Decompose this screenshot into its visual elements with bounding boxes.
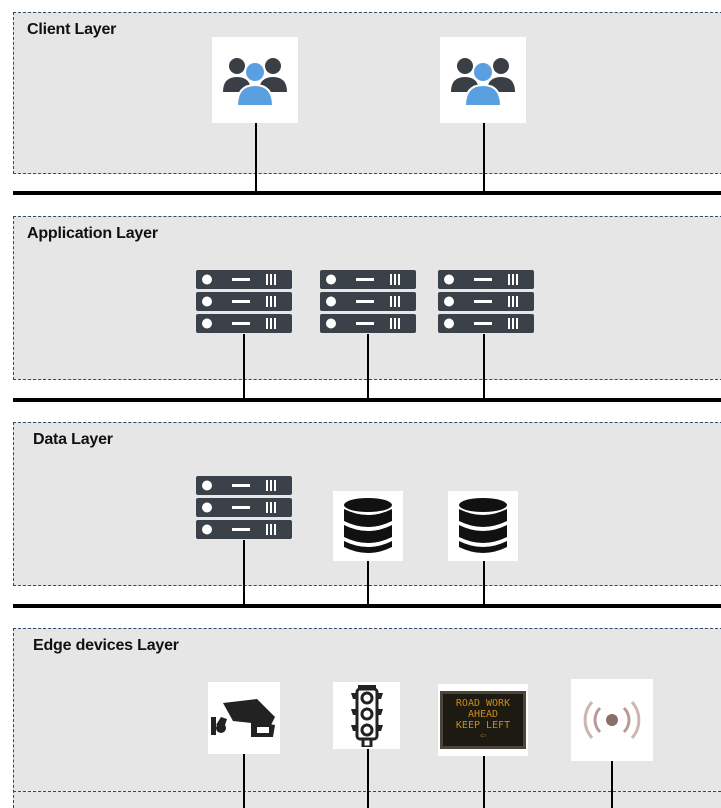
client-link-1 <box>255 123 257 193</box>
data-server <box>196 476 292 540</box>
sign-line-1: ROAD WORK <box>455 698 511 709</box>
data-link-2 <box>367 561 369 606</box>
edge-layer-title: Edge devices Layer <box>33 637 179 654</box>
database-icon <box>459 498 507 553</box>
server-rack-icon <box>196 270 292 333</box>
app-server-2 <box>320 270 416 334</box>
server-rack-icon <box>196 476 292 539</box>
sign-line-3: KEEP LEFT <box>455 720 511 731</box>
cctv-camera-node <box>208 682 280 754</box>
users-icon <box>451 58 515 107</box>
wireless-sensor-node <box>571 679 653 761</box>
message-sign-icon: ROAD WORK AHEAD KEEP LEFT ⇦ <box>440 691 526 749</box>
traffic-light-icon <box>350 684 383 747</box>
client-link-2 <box>483 123 485 193</box>
application-bus-line <box>13 398 721 402</box>
app-server-3 <box>438 270 534 334</box>
server-rack-icon <box>438 270 534 333</box>
message-sign-node: ROAD WORK AHEAD KEEP LEFT ⇦ <box>438 684 528 756</box>
app-link-3 <box>483 334 485 400</box>
edge-link-2 <box>367 749 369 808</box>
client-layer-title: Client Layer <box>27 21 117 38</box>
database-node-2 <box>448 491 518 561</box>
data-link-1 <box>243 540 245 606</box>
data-link-3 <box>483 561 485 606</box>
data-layer-title: Data Layer <box>33 431 113 448</box>
app-link-1 <box>243 334 245 400</box>
app-link-2 <box>367 334 369 400</box>
database-node-1 <box>333 491 403 561</box>
users-icon <box>223 58 287 107</box>
server-rack-icon <box>320 270 416 333</box>
traffic-light-node <box>333 682 400 749</box>
cctv-camera-icon <box>211 699 275 737</box>
app-server-1 <box>196 270 292 334</box>
edge-link-1 <box>243 754 245 808</box>
edge-link-3 <box>483 756 485 808</box>
wireless-sensor-icon <box>583 701 641 739</box>
application-layer-title: Application Layer <box>27 225 158 242</box>
client-node-1 <box>212 37 298 123</box>
client-node-2 <box>440 37 526 123</box>
data-bus-line <box>13 604 721 608</box>
sign-line-2: AHEAD <box>467 709 499 720</box>
edge-link-4 <box>611 761 613 808</box>
client-layer: Client Layer <box>13 12 721 174</box>
database-icon <box>344 498 392 553</box>
sign-arrow-icon: ⇦ <box>480 731 486 741</box>
client-bus-line <box>13 191 721 195</box>
